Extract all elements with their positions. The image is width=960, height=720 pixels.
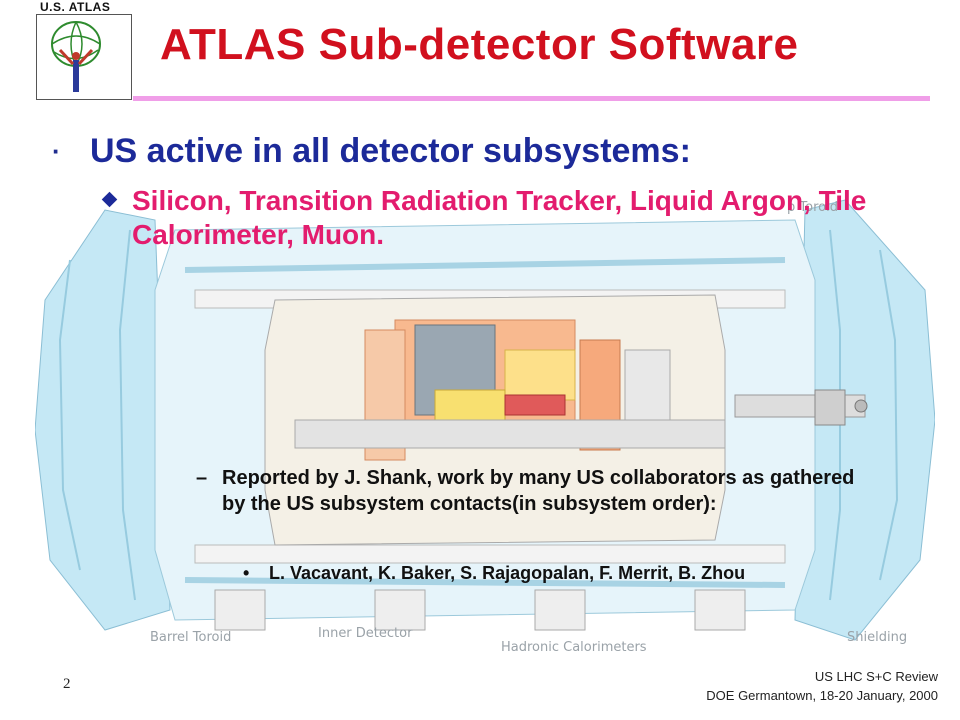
support-feet (214, 589, 746, 631)
bullet-level-1-text: US active in all detector subsystems: (90, 132, 691, 170)
dash-bullet: – (196, 467, 208, 489)
footer-line-1: US LHC S+C Review (814, 669, 938, 684)
left-endcap-wheel (34, 209, 171, 631)
page-number: 2 (63, 676, 71, 692)
bullet-level-4: • L. Vacavant, K. Baker, S. Rajagopalan,… (243, 561, 889, 585)
bullet-level-4-text: L. Vacavant, K. Baker, S. Rajagopalan, F… (269, 563, 746, 583)
title-underline (133, 96, 930, 101)
footer: US LHC S+C Review DOE Germantown, 18-20 … (706, 667, 938, 705)
logo-text: U.S. ATLAS (40, 0, 111, 14)
footer-line-2: DOE Germantown, 18-20 January, 2000 (706, 688, 938, 703)
label-endcap-toroid: p Toroid (787, 200, 838, 215)
bullet-dot-icon: · (52, 136, 61, 166)
bullet-level-2-text: Silicon, Transition Radiation Tracker, L… (132, 185, 867, 250)
atlas-figure-icon (51, 21, 101, 92)
bullet-level-1: · US active in all detector subsystems: (52, 128, 691, 174)
beam-pipe (734, 389, 868, 426)
us-atlas-logo: U.S. ATLAS (30, 0, 132, 100)
atlas-detector-illustration: Barrel Toroid Inner Detector Hadronic Ca… (34, 190, 936, 660)
diamond-bullet-icon (101, 184, 132, 210)
label-inner-detector: Inner Detector (318, 626, 413, 641)
dot-bullet: • (243, 563, 250, 583)
bullet-level-3-text: Reported by J. Shank, work by many US co… (222, 467, 855, 515)
label-hadronic-calorimeters: Hadronic Calorimeters (501, 640, 647, 655)
label-barrel-toroid: Barrel Toroid (150, 630, 232, 645)
bullet-level-3: – Reported by J. Shank, work by many US … (196, 465, 862, 517)
bullet-level-2: Silicon, Transition Radiation Tracker, L… (101, 184, 892, 252)
calorimeter-body (264, 294, 726, 546)
label-shielding: Shielding (847, 630, 908, 645)
slide-title: ATLAS Sub-detector Software (160, 20, 799, 69)
detector-drawing (34, 199, 936, 641)
